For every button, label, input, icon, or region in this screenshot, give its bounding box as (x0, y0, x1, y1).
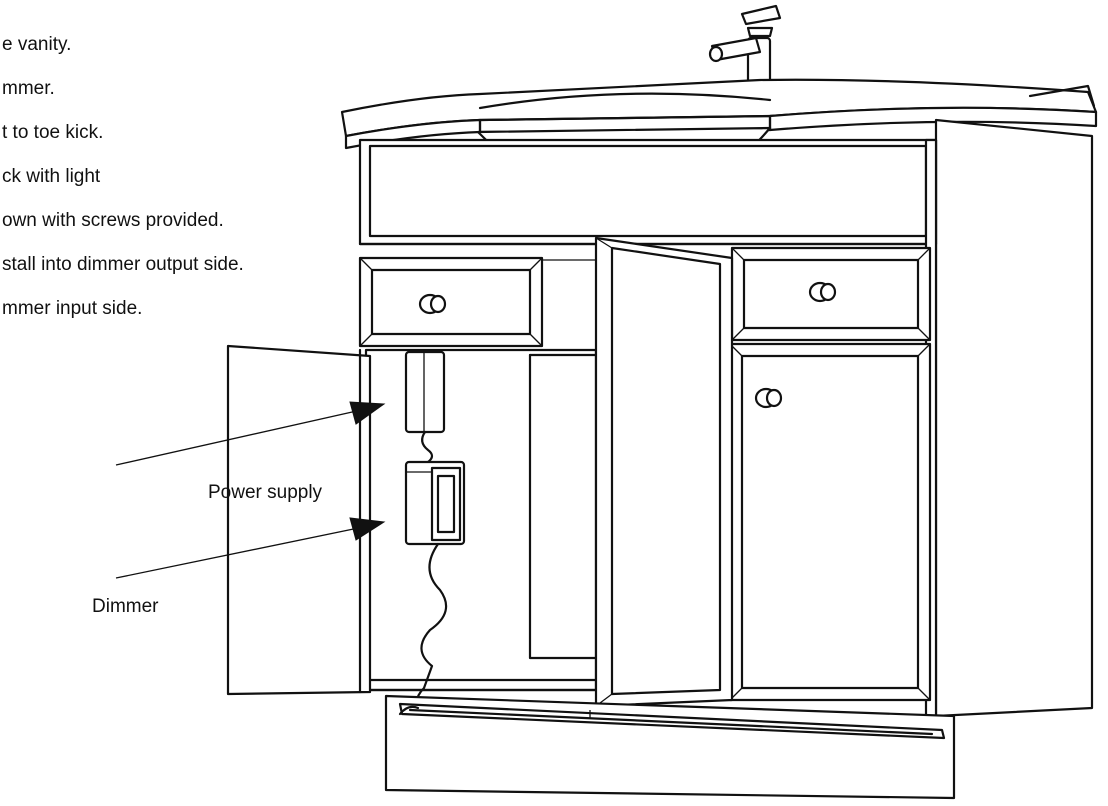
instruction-step-7: mmer input side. (2, 298, 143, 319)
toe-kick-base (384, 694, 956, 800)
left-drawer (358, 256, 544, 348)
center-open-door (594, 236, 734, 708)
left-open-door (226, 344, 372, 696)
callout-leaders (115, 401, 386, 579)
right-door (728, 342, 932, 702)
power-supply (404, 350, 446, 464)
dimmer-label: Dimmer (92, 596, 159, 617)
instruction-step-1: e vanity. (2, 34, 72, 55)
right-drawer (730, 246, 932, 342)
instruction-step-2: mmer. (2, 78, 55, 99)
light-strip (398, 705, 420, 716)
power-supply-label: Power supply (208, 482, 323, 503)
dimmer-leader-line (115, 525, 369, 579)
instruction-step-4: ck with light (2, 166, 101, 187)
cabinet-side-panel (934, 118, 1094, 718)
power-supply-arrowhead (349, 401, 386, 425)
instruction-step-3: t to toe kick. (2, 122, 104, 143)
dimmer (404, 460, 466, 546)
dimmer-arrowhead (349, 517, 386, 541)
countertop (340, 78, 1098, 150)
instruction-step-5: own with screws provided. (2, 210, 224, 231)
instruction-step-6: stall into dimmer output side. (2, 254, 244, 275)
power-supply-leader-line (115, 407, 371, 466)
